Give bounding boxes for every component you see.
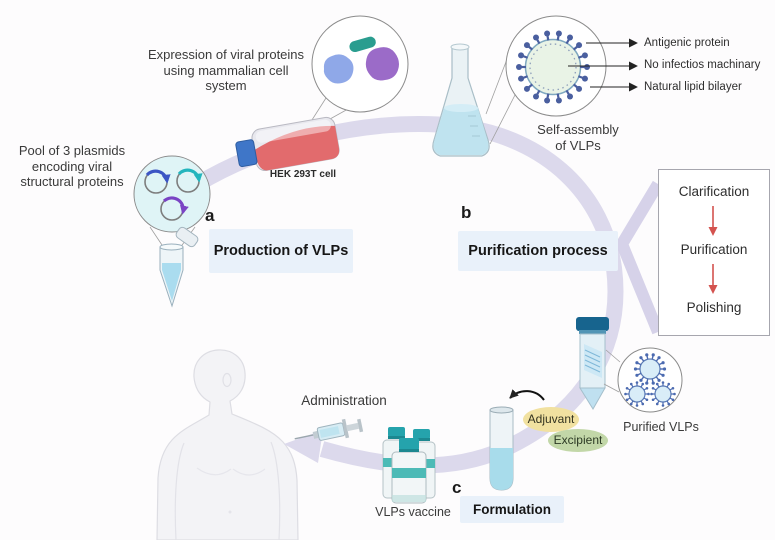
- purified-vlp-spikes: [624, 353, 676, 407]
- purification-callout-chevron: [615, 180, 664, 335]
- plasmid-icon-purple: [160, 196, 189, 221]
- purified-callout-lines: [603, 349, 621, 393]
- hek-flask-icon: [235, 116, 340, 172]
- stage-a-title: Production of VLPs: [209, 229, 353, 273]
- stage-c-letter: c: [452, 478, 462, 497]
- erlenmeyer-flask-icon: [432, 43, 490, 157]
- microtube-icon: [159, 226, 199, 308]
- hek-cell-label: HEK 293T cell: [269, 169, 337, 180]
- protein-circle: [311, 15, 409, 113]
- teal-protein-blob: [349, 36, 376, 53]
- plasmid-icon-blue: [144, 169, 171, 194]
- stage-b-title: Purification process: [458, 231, 618, 271]
- vaccine-vials-icon: [382, 427, 436, 504]
- vlp-callout-lines: [485, 53, 516, 145]
- step-purification: Purification: [680, 242, 748, 257]
- falcon-tube-icon: [576, 317, 609, 410]
- self-assembly-caption: Self-assembly of VLPs: [537, 122, 619, 153]
- purified-vlps-icon: [617, 347, 683, 413]
- vial-icon: [391, 438, 427, 504]
- syringe-icon: [294, 418, 364, 441]
- formulation-tube-icon: [489, 406, 514, 491]
- plasmid-icon-teal: [176, 168, 203, 193]
- human-body-icon: [156, 349, 299, 540]
- purple-protein-blob: [365, 47, 399, 81]
- step-arrow-icon: [708, 206, 718, 236]
- excipient-tag: Excipient: [548, 429, 608, 452]
- stage-b-letter: b: [461, 203, 472, 222]
- transfer-arrow-icon: [509, 389, 545, 401]
- vlps-vaccine-label: VLPs vaccine: [375, 505, 451, 519]
- vlp-annotation-antigenic: Antigenic protein: [644, 37, 730, 49]
- purified-vlps-label: Purified VLPs: [623, 420, 699, 434]
- vlp-annotation-machinery: No infectios machinary: [644, 59, 761, 71]
- stage-a-letter: a: [205, 206, 215, 225]
- step-clarification: Clarification: [678, 184, 750, 199]
- vlp-particle-icon: [505, 15, 607, 117]
- flask-cap-icon: [235, 139, 258, 168]
- administration-label: Administration: [301, 393, 387, 408]
- adjuvant-tag: Adjuvant: [523, 407, 579, 432]
- vlp-annotation-arrows: [568, 38, 638, 92]
- expression-caption: Expression of viral proteins using mamma…: [147, 47, 305, 93]
- ear-icon: [222, 372, 232, 388]
- stage-c-title: Formulation: [460, 496, 564, 523]
- plasmid-pool-icon: [133, 155, 211, 233]
- plasmid-pool-caption: Pool of 3 plasmids encoding viral struct…: [18, 143, 126, 189]
- vlp-annotation-bilayer: Natural lipid bilayer: [644, 81, 742, 93]
- blue-protein-blob: [323, 54, 354, 84]
- purification-steps-box: Clarification Purification Polishing: [658, 169, 770, 336]
- cycle-arrowhead-icon: [284, 430, 323, 463]
- step-polishing: Polishing: [686, 300, 742, 315]
- vlp-spikes: [516, 30, 590, 104]
- step-arrow-icon: [708, 264, 718, 294]
